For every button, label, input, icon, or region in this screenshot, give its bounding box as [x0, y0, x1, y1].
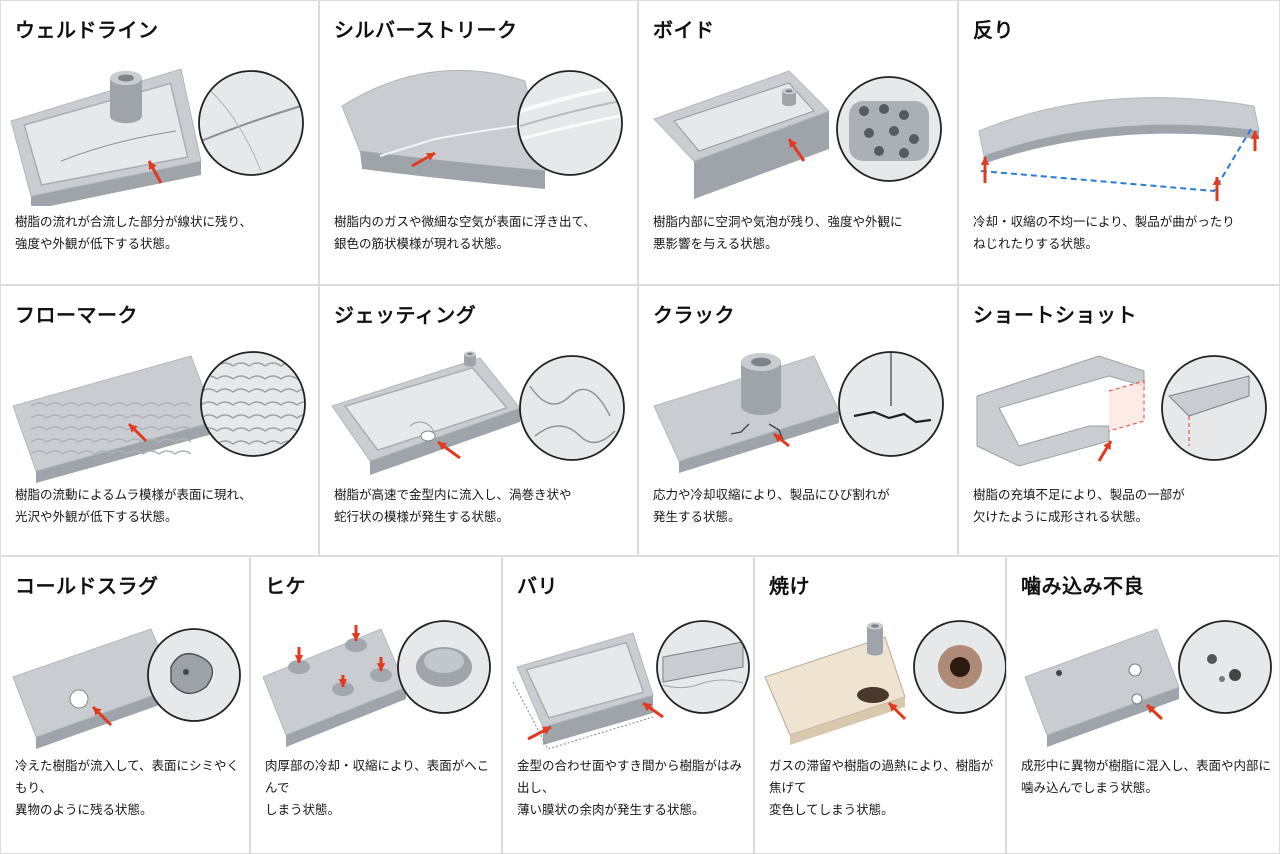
indicator-arrow: [91, 705, 113, 727]
zoom-lens: [198, 70, 304, 176]
zoom-lens: [397, 620, 491, 714]
defect-description: ガスの滞留や樹脂の過熱により、樹脂が焦げて 変色してしまう状態。: [769, 758, 994, 817]
defect-card: ショートショット 樹脂の充填不足により、製品の一部が 欠けたように成形される状態…: [958, 285, 1280, 556]
burn-mark-illustration: [764, 620, 1007, 745]
void-illustration: [653, 70, 942, 199]
defect-card: フローマーク 樹脂の流動によるムラ模様が表面に現れ、 光沢や外観が低下する状態。: [0, 285, 319, 556]
defect-title: バリ: [517, 574, 558, 598]
defect-title: ボイド: [653, 18, 715, 42]
defect-description: 冷却・収縮の不均一により、製品が曲がったり ねじれたりする状態。: [973, 214, 1235, 251]
indicator-arrow: [411, 151, 436, 168]
indicator-arrow: [642, 701, 664, 719]
defect-card: ウェルドライン 樹脂の流れが合流した部分が線状に残り、 強度や外観が低下する状態…: [0, 0, 319, 285]
defect-card: 反り 冷却・収縮の不均一により、製品が曲がったり ねじれたりする状態。: [958, 0, 1280, 285]
defect-card: クラック 応力や冷却収縮により、製品にひび割れが 発生する状態。: [638, 285, 958, 556]
defect-description: 冷えた樹脂が流入して、表面にシミやくもり、 異物のように残る状態。: [15, 758, 240, 817]
defect-description: 樹脂の流動によるムラ模様が表面に現れ、 光沢や外観が低下する状態。: [15, 487, 252, 524]
defect-description: 樹脂の流れが合流した部分が線状に残り、 強度や外観が低下する状態。: [15, 214, 253, 251]
defect-title: シルバーストリーク: [334, 18, 518, 42]
defect-title: ウェルドライン: [15, 18, 159, 42]
defect-description: 応力や冷却収縮により、製品にひび割れが 発生する状態。: [653, 487, 890, 524]
zoom-lens: [519, 355, 625, 461]
zoom-lens: [1161, 355, 1267, 461]
defect-title: クラック: [653, 303, 735, 327]
indicator-arrow: [294, 647, 304, 663]
defect-title: 噛み込み不良: [1021, 574, 1144, 598]
zoom-lens: [913, 620, 1007, 714]
defect-description: 肉厚部の冷却・収縮により、表面がへこんで しまう状態。: [265, 758, 490, 817]
jetting-illustration: [331, 351, 625, 475]
cold-slug-illustration: [12, 628, 241, 749]
warpage-illustration: [978, 97, 1260, 201]
indicator-arrow: [376, 657, 386, 671]
defect-description: 樹脂内のガスや微細な空気が表面に浮き出て、 銀色の筋状模様が現れる状態。: [334, 214, 596, 251]
defect-card: ボイド 樹脂内部に空洞や気泡が残り、強度や外観に 悪影響を与える状態。: [638, 0, 958, 285]
defect-card: バリ 金型の合わせ面やすき間から樹脂がはみ出し、 薄い膜状の余肉が発生する状態。: [502, 556, 754, 854]
defect-title: フローマーク: [15, 303, 138, 327]
defect-title: 反り: [973, 18, 1014, 42]
indicator-arrow: [338, 675, 348, 687]
defect-card: 噛み込み不良 成形中に異物が樹脂に混入し、表面や内部に 噛み込んでしまう状態。: [1006, 556, 1280, 854]
flash-illustration: [512, 620, 750, 750]
zoom-lens: [838, 351, 944, 457]
defect-card: ジェッティング 樹脂が高速で金型内に流入し、渦巻き状や 蛇行状の模様が発生する状…: [319, 285, 638, 556]
zoom-lens: [147, 628, 241, 722]
defect-card: シルバーストリーク 樹脂内のガスや微細な空気が表面に浮き出て、 銀色の筋状模様が…: [319, 0, 638, 285]
defect-description: 金型の合わせ面やすき間から樹脂がはみ出し、 薄い膜状の余肉が発生する状態。: [517, 758, 743, 817]
defect-title: ヒケ: [265, 574, 306, 598]
defect-description: 樹脂内部に空洞や気泡が残り、強度や外観に 悪影響を与える状態。: [653, 214, 903, 251]
indicator-arrow: [1097, 440, 1113, 462]
short-shot-illustration: [976, 355, 1267, 467]
zoom-lens: [656, 620, 750, 714]
defect-title: ショートショット: [973, 303, 1137, 327]
defect-card: ヒケ 肉厚部の冷却・収縮により、表面がへこんで しまう状態。: [250, 556, 502, 854]
zoom-lens: [517, 70, 623, 176]
defect-description: 樹脂の充填不足により、製品の一部が 欠けたように成形される状態。: [973, 487, 1185, 524]
defect-description: 樹脂が高速で金型内に流入し、渦巻き状や 蛇行状の模様が発生する状態。: [334, 487, 572, 524]
indicator-arrow: [787, 138, 806, 162]
crack-illustration: [653, 351, 944, 473]
indicator-arrow: [527, 725, 552, 741]
zoom-lens: [1178, 620, 1272, 714]
sink-mark-illustration: [262, 620, 491, 747]
weld-line-illustration: [10, 68, 304, 206]
zoom-lens: [200, 351, 306, 457]
indicator-arrow: [351, 625, 361, 641]
indicator-arrow: [980, 157, 990, 183]
indicator-arrow: [147, 160, 163, 184]
defect-title: コールドスラグ: [15, 574, 159, 598]
zoom-lens: [836, 76, 942, 182]
indicator-arrow: [1250, 131, 1260, 151]
silver-streak-illustration: [341, 69, 623, 189]
defect-card: 焼け ガスの滞留や樹脂の過熱により、樹脂が焦げて 変色してしまう状態。: [754, 556, 1007, 854]
indicator-arrow: [773, 432, 790, 448]
entrapment-illustration: [1024, 620, 1272, 747]
indicator-arrow: [1212, 177, 1222, 201]
indicator-arrow: [1145, 703, 1164, 721]
defect-description: 成形中に異物が樹脂に混入し、表面や内部に 噛み込んでしまう状態。: [1021, 758, 1272, 795]
indicator-arrow: [127, 422, 148, 443]
indicator-arrow: [437, 440, 461, 460]
defect-title: 焼け: [769, 574, 810, 598]
defect-card: コールドスラグ 冷えた樹脂が流入して、表面にシミやくもり、 異物のように残る状態…: [0, 556, 250, 854]
defect-title: ジェッティング: [334, 303, 477, 327]
flow-mark-illustration: [12, 351, 306, 483]
indicator-arrow: [887, 701, 907, 721]
